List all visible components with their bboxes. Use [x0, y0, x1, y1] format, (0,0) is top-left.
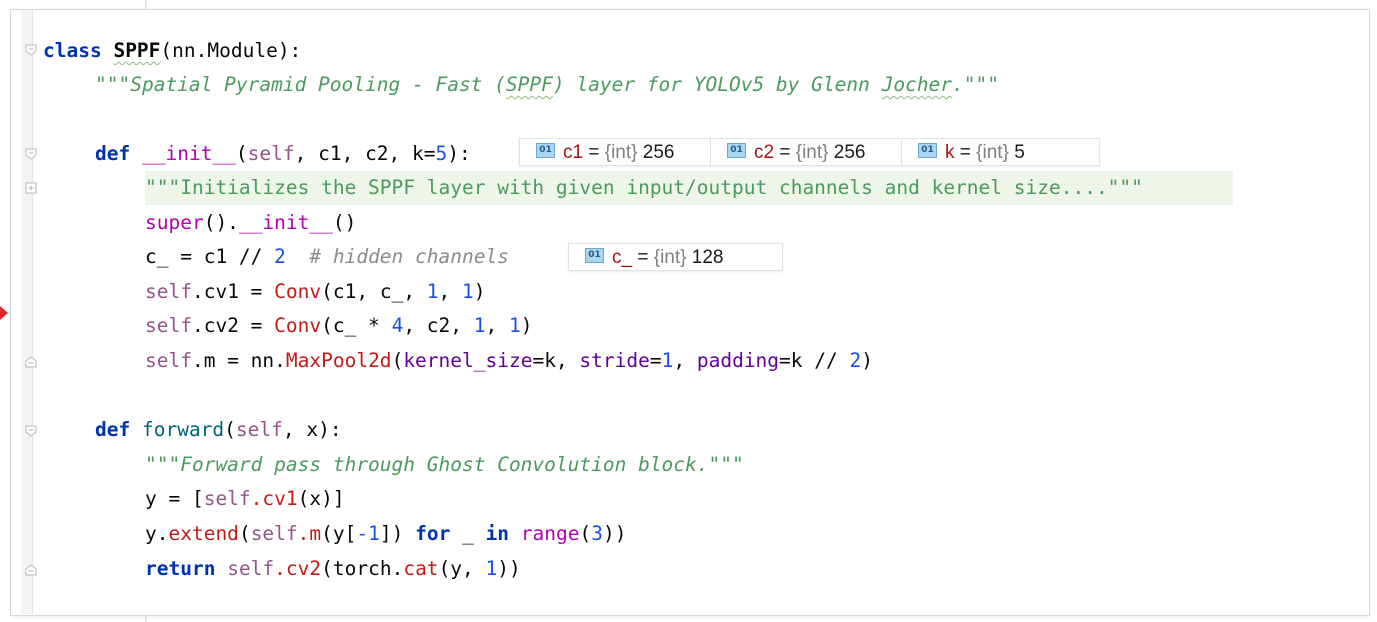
function-name: forward — [141, 418, 225, 441]
editor-separator-top — [145, 0, 147, 9]
inline-value-name: c1 — [563, 142, 584, 163]
int-badge-icon: 01 — [727, 143, 746, 159]
code-line[interactable]: class SPPF(nn.Module): — [43, 34, 301, 68]
inline-value-type: {int} — [976, 142, 1009, 163]
editor-panel — [10, 9, 1370, 616]
code-line[interactable]: c_ = c1 // 2 # hidden channels — [145, 245, 509, 268]
inline-value-type: {int} — [795, 142, 829, 163]
code-line[interactable]: self.cv2 = Conv(c_ * 4, c2, 1, 1) — [145, 314, 533, 337]
editor-separator-bottom — [145, 615, 147, 622]
int-badge-icon: 01 — [585, 248, 604, 264]
function-name: __init__ — [141, 142, 236, 165]
code-line-docstring[interactable]: """Forward pass through Ghost Convolutio… — [145, 453, 744, 476]
inline-value-number: 128 — [691, 247, 724, 268]
inline-value-number: 256 — [642, 142, 675, 163]
code-line[interactable]: super().__init__() — [145, 211, 357, 234]
fold-icon[interactable] — [25, 44, 37, 56]
fold-icon[interactable] — [25, 425, 37, 437]
editor-gutter[interactable] — [21, 10, 33, 614]
fold-icon[interactable] — [25, 564, 37, 576]
int-badge-icon: 01 — [918, 143, 937, 159]
code-line[interactable]: self.m = nn.MaxPool2d(kernel_size=k, str… — [145, 349, 873, 372]
code-line[interactable]: def forward(self, x): — [95, 418, 342, 441]
inline-value-name: k — [945, 142, 955, 163]
comment: # hidden channels — [285, 245, 509, 268]
inline-value-number: 5 — [1014, 142, 1025, 163]
inline-value-number: 256 — [833, 142, 866, 163]
code-line[interactable]: y = [self.cv1(x)] — [145, 487, 345, 510]
breakpoint-marker-icon[interactable] — [0, 306, 8, 320]
inline-value-name: c_ — [612, 247, 633, 268]
int-badge-icon: 01 — [536, 143, 555, 159]
inline-value-type: {int} — [653, 247, 687, 268]
keyword: class — [43, 39, 102, 62]
code-line[interactable]: y.extend(self.m(y[-1]) for _ in range(3)… — [145, 522, 627, 545]
inline-value-name: c2 — [754, 142, 775, 163]
code-line[interactable]: self.cv1 = Conv(c1, c_, 1, 1) — [145, 280, 486, 303]
fold-icon[interactable] — [25, 356, 37, 368]
code-line[interactable]: return self.cv2(torch.cat(y, 1)) — [145, 557, 521, 580]
code-line-docstring-highlighted[interactable]: """Initializes the SPPF layer with given… — [145, 171, 1233, 205]
fold-icon[interactable] — [25, 182, 37, 194]
code-line[interactable]: def __init__(self, c1, c2, k=5): — [95, 142, 471, 165]
code-line-docstring[interactable]: """Spatial Pyramid Pooling - Fast (SPPF)… — [95, 73, 1000, 96]
class-base: (nn.Module): — [160, 39, 302, 62]
fold-icon[interactable] — [25, 148, 37, 160]
class-name: SPPF — [113, 39, 161, 62]
inline-value-type: {int} — [604, 142, 638, 163]
